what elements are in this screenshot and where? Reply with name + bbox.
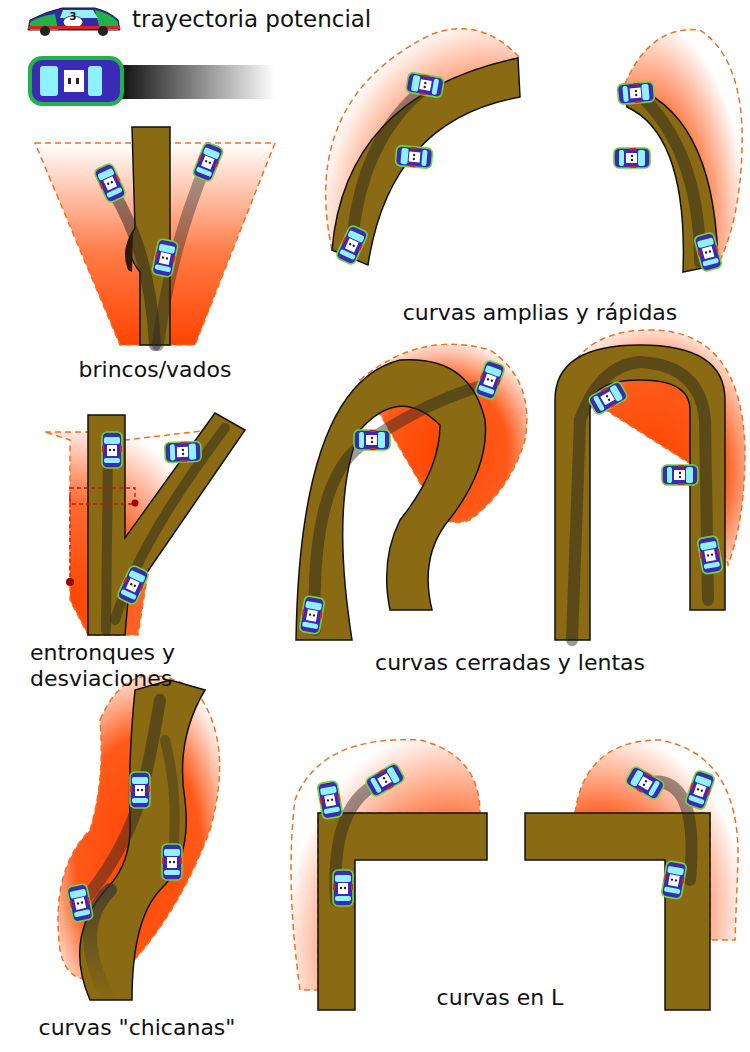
wide-curve-left <box>326 29 520 266</box>
jump-scene <box>35 127 275 345</box>
section-caption: curvas cerradas y lentas <box>375 650 645 676</box>
legend-car-side <box>28 8 120 36</box>
section-caption: curvas amplias y rápidas <box>403 300 678 326</box>
hairpin-left <box>296 344 527 640</box>
section-caption: curvas "chicanas" <box>39 1015 236 1041</box>
hairpin-right <box>555 330 745 640</box>
junction-scene <box>45 413 245 635</box>
wide-curve-right <box>614 30 742 272</box>
section-caption: curvas en L <box>437 985 564 1011</box>
section-caption: brincos/vados <box>79 357 232 383</box>
legend-car-trail <box>30 58 275 104</box>
chicane-scene <box>58 675 220 1000</box>
section-caption: entronques y desviaciones <box>30 640 190 693</box>
car-number: 3 <box>70 12 77 22</box>
l-curve-right <box>525 740 738 1010</box>
l-curve-left <box>291 740 487 1010</box>
legend-text: trayectoria potencial <box>132 6 371 34</box>
